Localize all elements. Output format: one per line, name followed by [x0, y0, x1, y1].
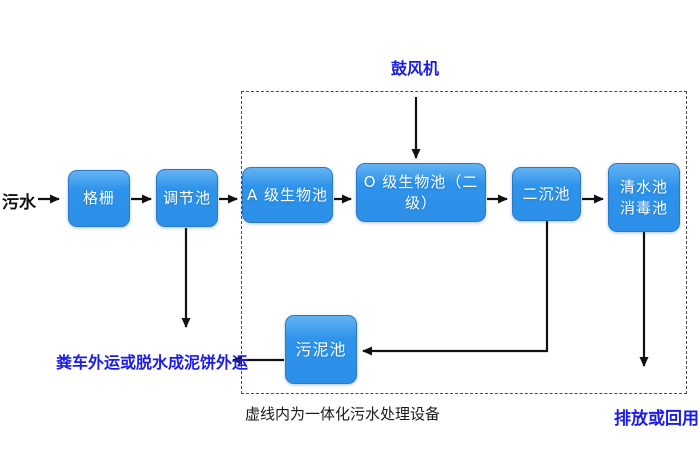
- blower-label: 鼓风机: [391, 59, 440, 78]
- node-disinfection-tank-label: 消毒池: [619, 198, 668, 217]
- node-a-bio-tank: A 级生物池: [242, 167, 333, 223]
- node-sludge-tank-label: 污泥池: [295, 339, 347, 359]
- node-o-bio-tank: O 级生物池（二级）: [356, 163, 486, 222]
- node-regulating-tank-label: 调节池: [162, 188, 211, 207]
- source-label: 污水: [2, 193, 36, 213]
- node-regulating-tank: 调节池: [156, 169, 218, 227]
- node-clear-water-tank-label: 清水池: [619, 178, 668, 197]
- dashed-box-caption: 虚线内为一体化污水处理设备: [245, 405, 441, 423]
- discharge-or-reuse-label: 排放或回用: [614, 409, 699, 429]
- sludge-disposal-label: 粪车外运或脱水成泥饼外运: [56, 353, 249, 372]
- integrated-equipment-dashed-boundary: [241, 91, 687, 394]
- node-grid-label: 格栅: [82, 189, 115, 208]
- node-sludge-tank: 污泥池: [285, 315, 357, 384]
- node-a-bio-tank-label: A 级生物池: [246, 185, 329, 204]
- node-secondary-sedimentation-tank-label: 二沉池: [522, 184, 571, 203]
- node-grid: 格栅: [68, 170, 130, 227]
- node-secondary-sedimentation-tank: 二沉池: [512, 167, 581, 221]
- node-clear-water-disinfection-tank: 清水池 消毒池: [608, 163, 680, 232]
- node-o-bio-tank-label: O 级生物池（二级）: [363, 173, 479, 212]
